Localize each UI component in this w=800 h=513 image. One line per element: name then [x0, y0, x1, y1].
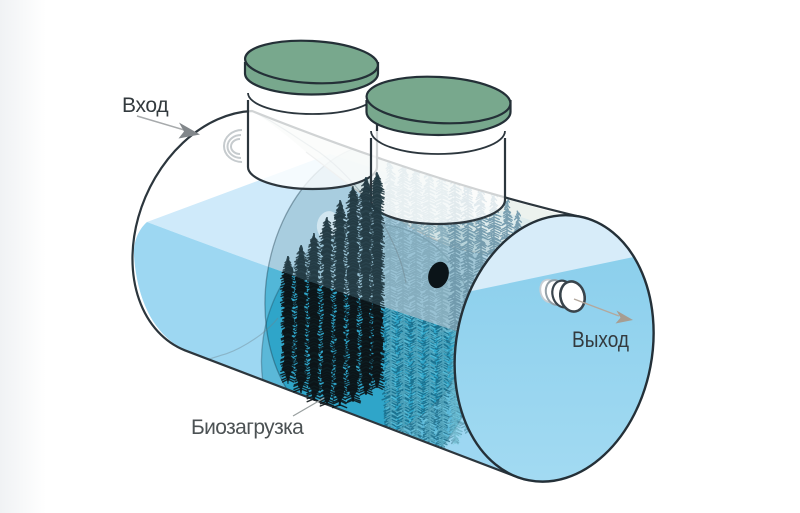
svg-text:Вход: Вход [122, 94, 168, 117]
svg-text:Биозагрузка: Биозагрузка [191, 416, 304, 439]
svg-text:Выход: Выход [572, 327, 629, 352]
